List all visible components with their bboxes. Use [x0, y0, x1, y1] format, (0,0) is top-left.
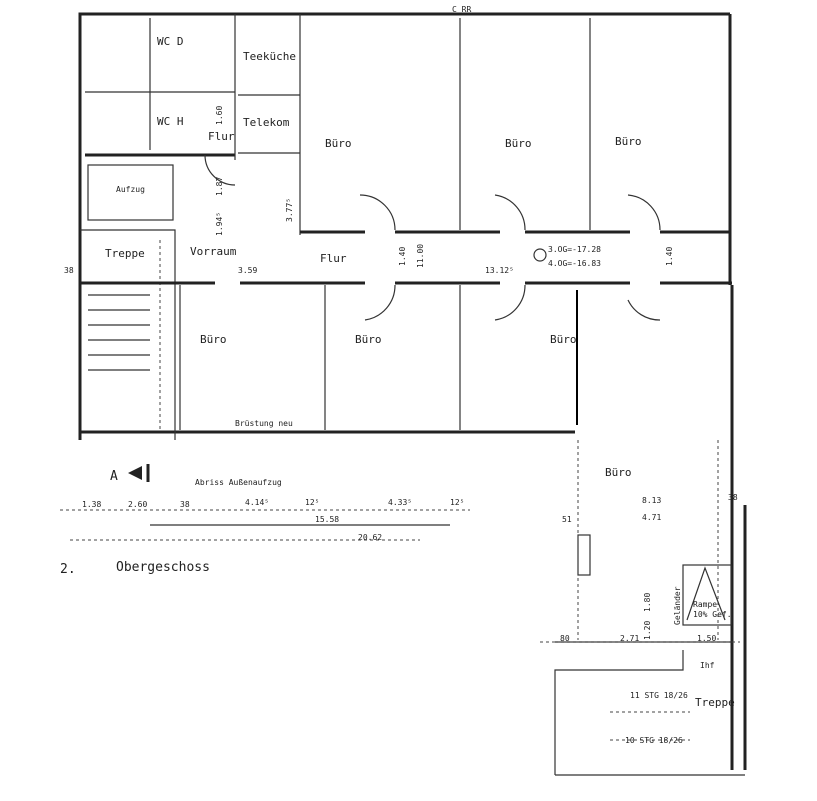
room-rampe: Rampe — [693, 600, 717, 609]
room-wc-d: WC D — [157, 35, 184, 48]
dim: 4.14⁵ — [245, 498, 269, 507]
room-telekom: Telekom — [243, 116, 290, 129]
walls — [60, 12, 747, 776]
room-treppe-right: Treppe — [695, 696, 735, 709]
room-buero-right: Büro — [605, 466, 632, 479]
section-marker-label: A — [110, 469, 118, 484]
room-buero-bottom-3: Büro — [550, 333, 577, 346]
dim: 3.59 — [238, 266, 257, 275]
room-buero-bottom-1: Büro — [200, 333, 227, 346]
dim: 38 — [728, 493, 738, 502]
dim: 38 — [180, 500, 190, 509]
room-wc-h: WC H — [157, 115, 184, 128]
rampe-note: 10% Gef. — [693, 610, 732, 619]
dim: 1.20 — [643, 621, 652, 640]
room-buero-top-2: Büro — [505, 137, 532, 150]
dim: 2.71 — [620, 634, 639, 643]
dim: 11.00 — [416, 244, 425, 268]
dim: 1.38 — [82, 500, 101, 509]
dim: 1.40 — [398, 247, 407, 266]
dim: 8.13 — [642, 496, 661, 505]
room-aufzug: Aufzug — [116, 185, 145, 194]
dim: 1.80 — [643, 593, 652, 612]
dim: 80 — [560, 634, 570, 643]
stair-steps-left — [88, 294, 150, 371]
section-arrow-icon — [128, 466, 142, 480]
dim: 38 — [64, 266, 74, 275]
room-buero-bottom-2: Büro — [355, 333, 382, 346]
level-note-1: 3.OG=-17.28 — [548, 245, 601, 254]
dim: 15.58 — [315, 515, 339, 524]
room-buero-top-3: Büro — [615, 135, 642, 148]
room-vorraum: Vorraum — [190, 245, 237, 258]
dim: 1.60 — [215, 106, 224, 125]
dim: 3.77⁵ — [285, 198, 294, 222]
dim: 51 — [562, 515, 572, 524]
level-marker-icon — [533, 248, 547, 262]
ihf-label: Ihf — [700, 661, 715, 670]
dim: 12⁵ — [450, 498, 464, 507]
aufzug-abriss-note: Abriss Außenaufzug — [195, 478, 282, 487]
dim: 4.33⁵ — [388, 498, 412, 507]
bruestung-note: Brüstung neu — [235, 419, 293, 428]
room-treppe-left: Treppe — [105, 247, 145, 260]
floor-number: 2. — [60, 562, 76, 577]
level-note-2: 4.OG=-16.83 — [548, 259, 601, 268]
stairs-note-1: 11 STG 18/26 — [630, 691, 688, 700]
dim: 4.71 — [642, 513, 661, 522]
dim: 12⁵ — [305, 498, 319, 507]
top-edge-note: C RR — [452, 5, 471, 14]
dim: 20.62 — [358, 533, 382, 542]
floor-title: Obergeschoss — [116, 560, 210, 575]
dim: 1.87 — [215, 177, 224, 196]
stairs-note-2: 10 STG 18/26 — [625, 736, 683, 745]
room-flur: Flur — [320, 252, 347, 265]
room-flur-small: Flur — [208, 130, 235, 143]
dim: 1.50 — [697, 634, 716, 643]
dim: 2.60 — [128, 500, 147, 509]
gelaender-label: Geländer — [673, 586, 682, 625]
room-buero-top-1: Büro — [325, 137, 352, 150]
room-teekueche: Teeküche — [243, 50, 296, 63]
dim: 13.12⁵ — [485, 266, 514, 275]
dim: 1.94⁵ — [215, 212, 224, 236]
dim: 1.40 — [665, 247, 674, 266]
